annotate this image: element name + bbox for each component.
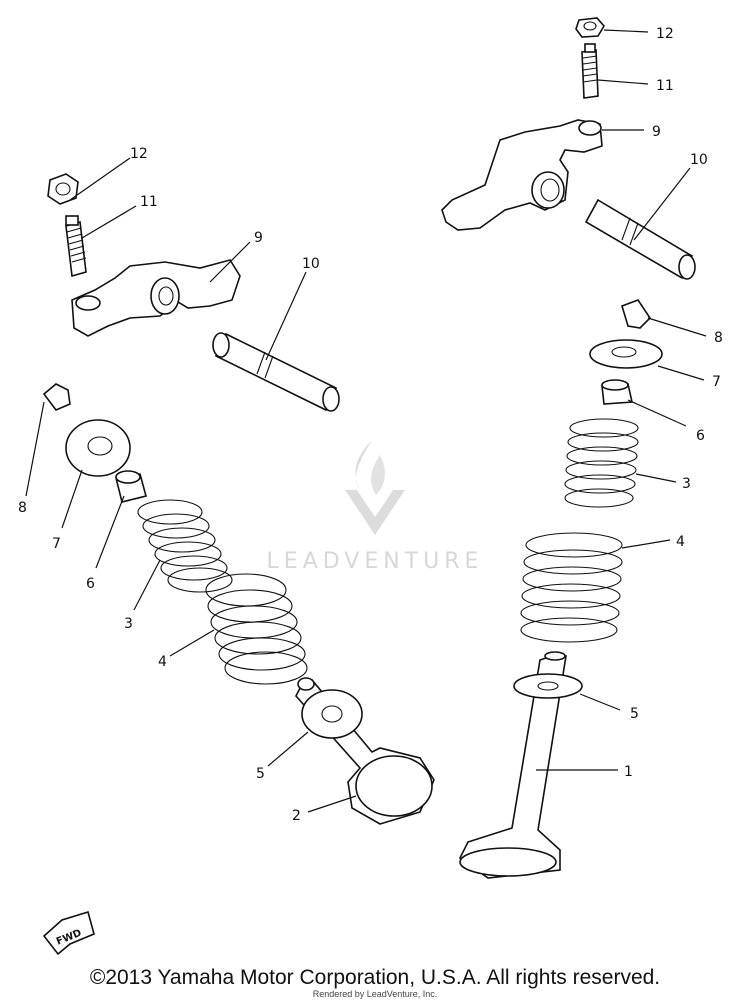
rendered-by-note: Rendered by LeadVenture, Inc. (312, 989, 438, 999)
rocker-arm-right (441, 119, 603, 231)
valve-cotter-left (42, 383, 71, 411)
rocker-shaft-left (212, 332, 340, 412)
valve-seal-right (601, 379, 633, 405)
spring-retainer-left (65, 419, 131, 477)
fwd-arrow-icon: FWD (42, 910, 95, 956)
leader-lines (25, 29, 707, 813)
outer-spring-right (520, 532, 623, 643)
callout-8-left: 8 (18, 500, 27, 516)
adjuster-screw-left (65, 215, 87, 278)
callout-4-right: 4 (676, 534, 685, 550)
outer-spring-left (205, 573, 308, 685)
callout-labels: 12 11 9 10 8 7 6 3 4 5 1 12 11 9 10 8 7 … (18, 26, 723, 824)
valve-seal-left (115, 470, 147, 503)
callout-7-right: 7 (712, 374, 721, 390)
copyright-notice: ©2013 Yamaha Motor Corporation, U.S.A. A… (89, 966, 661, 989)
callout-3-left: 3 (124, 616, 133, 632)
callout-12-right: 12 (656, 26, 674, 42)
callout-11-right: 11 (656, 78, 674, 94)
callout-1: 1 (624, 764, 633, 780)
callout-10-left: 10 (302, 256, 320, 272)
callout-11-left: 11 (140, 194, 158, 210)
callout-6-left: 6 (86, 576, 95, 592)
watermark-text: LEADVENTURE (267, 549, 484, 574)
callout-6-right: 6 (696, 428, 705, 444)
callout-7-left: 7 (52, 536, 61, 552)
callout-8-right: 8 (714, 330, 723, 346)
valve-cotter-right (621, 299, 652, 329)
callout-9-left: 9 (254, 230, 263, 246)
adjuster-screw-right (581, 43, 599, 99)
callout-10-right: 10 (690, 152, 708, 168)
callout-3-right: 3 (682, 476, 691, 492)
callout-2: 2 (292, 808, 301, 824)
valve-right (458, 651, 567, 879)
nut-left (47, 173, 79, 205)
callout-12-left: 12 (130, 146, 148, 162)
callout-4-left: 4 (158, 654, 167, 670)
nut-right (575, 17, 605, 38)
flame-icon (355, 440, 372, 490)
rocker-arm-left (71, 259, 241, 337)
spring-seat-right (513, 673, 583, 699)
watermark-logo (345, 490, 405, 535)
callout-5-left: 5 (256, 766, 265, 782)
spring-retainer-right (589, 339, 663, 369)
rocker-shaft-right (584, 198, 696, 280)
spring-seat-left (301, 689, 363, 739)
callout-9-right: 9 (652, 124, 661, 140)
inner-spring-right (564, 418, 639, 508)
watermark: LEADVENTURE (267, 440, 484, 574)
callout-5-right: 5 (630, 706, 639, 722)
inner-spring-left (137, 499, 233, 593)
